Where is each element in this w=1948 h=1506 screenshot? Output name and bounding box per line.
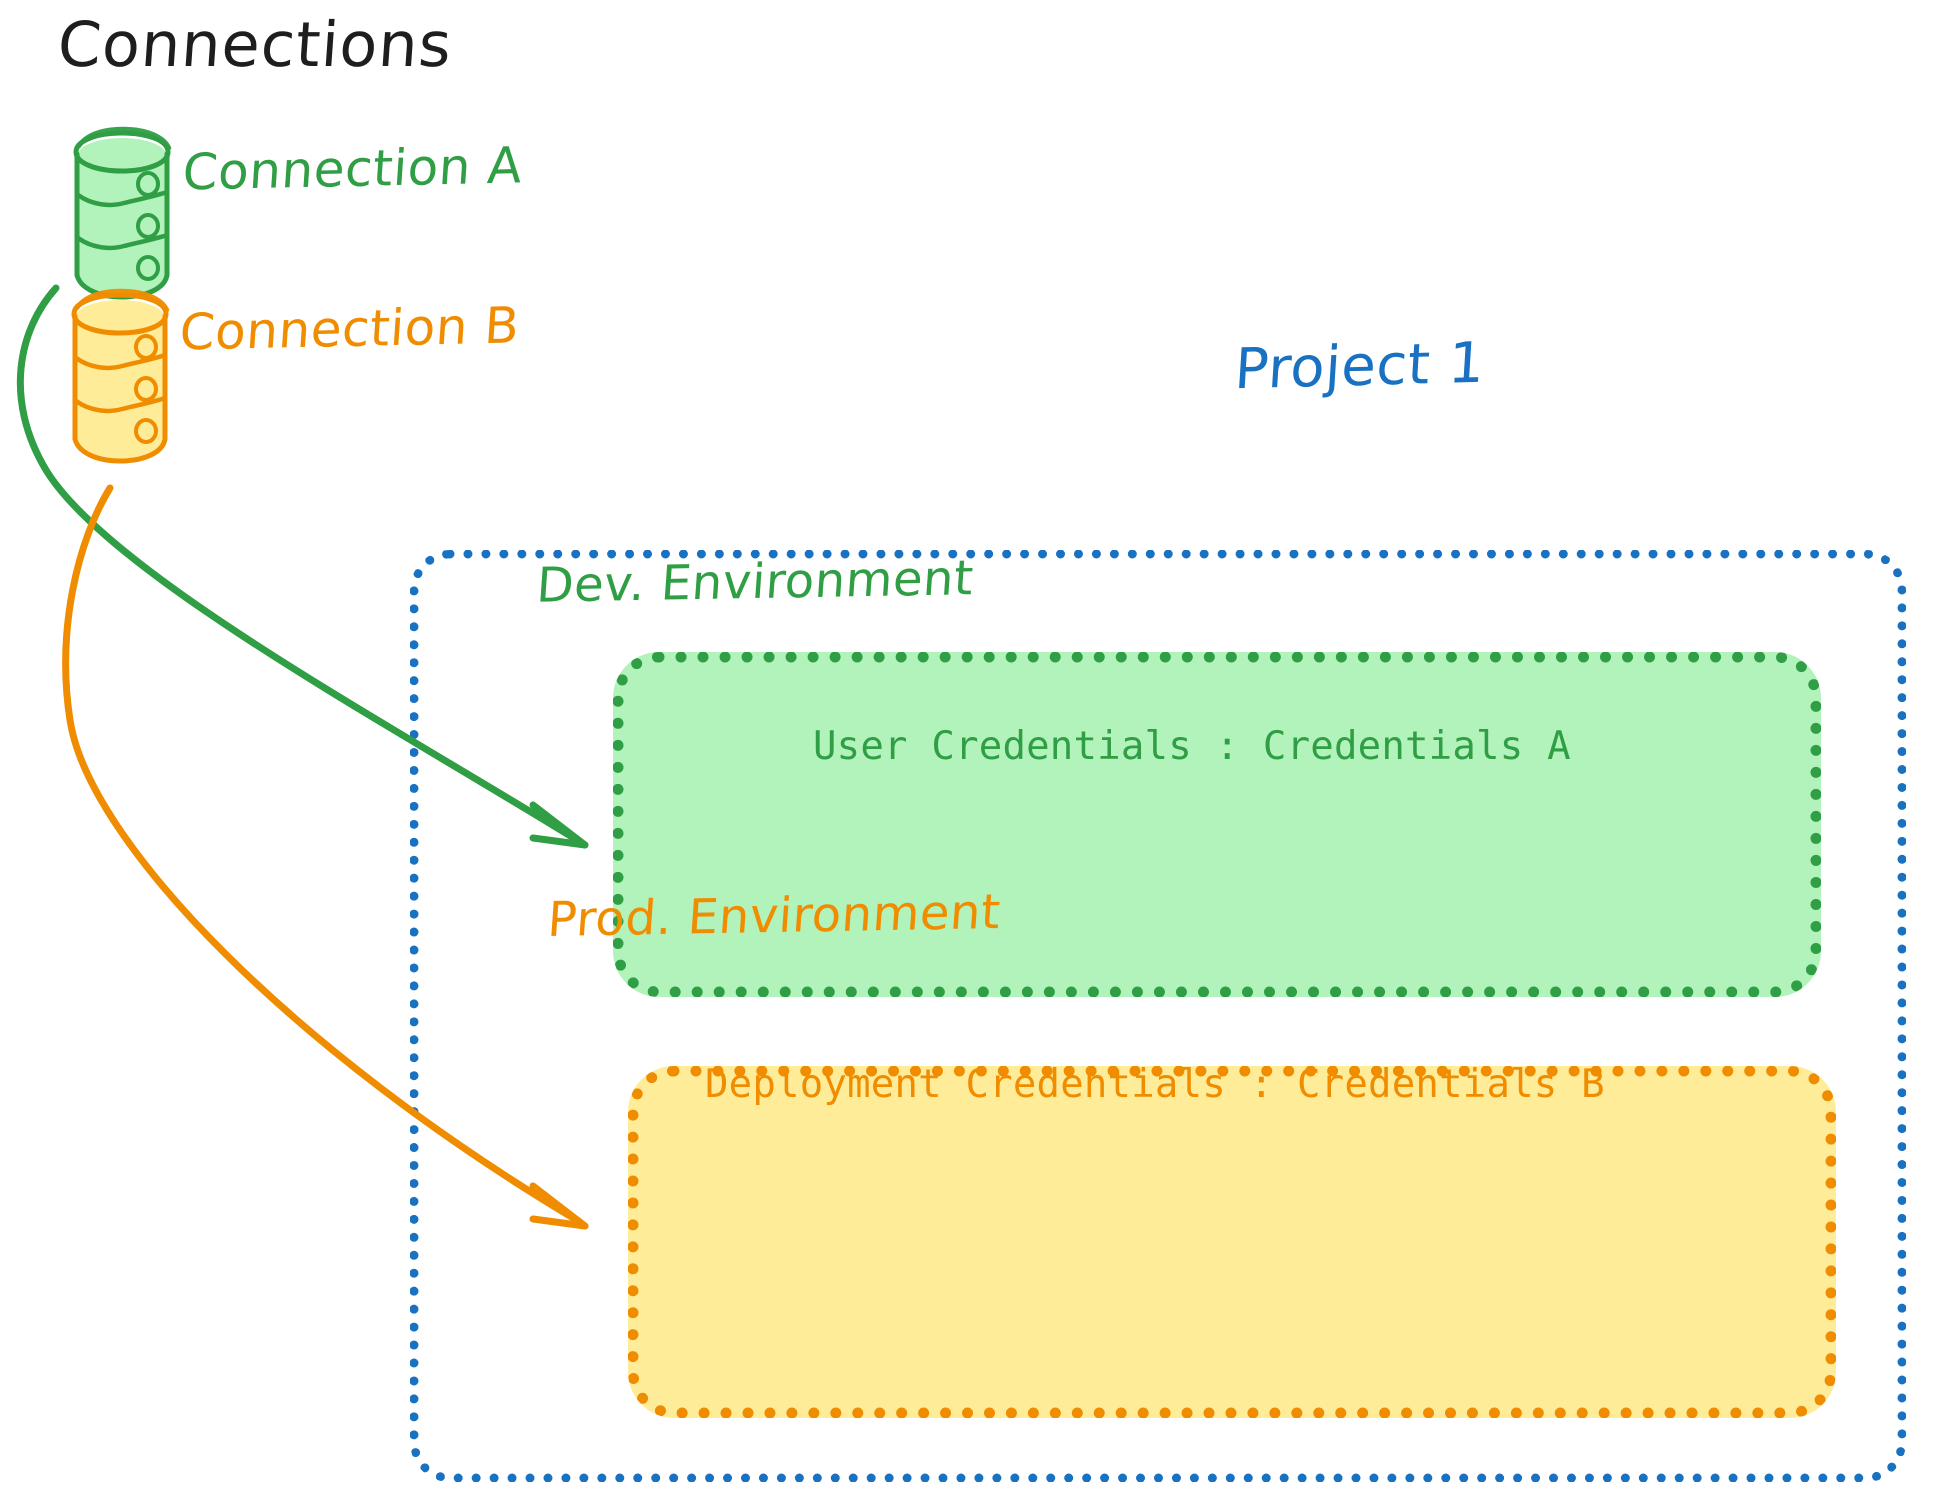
connection-a-label[interactable]: Connection A (180, 136, 525, 202)
page-title: Connections (55, 8, 455, 81)
database-cylinder-icon-connection-a[interactable] (73, 126, 172, 300)
prod-environment-box[interactable] (628, 1066, 1836, 1418)
prod-environment-credentials: Deployment Credentials : Credentials B (705, 1062, 1605, 1107)
project-1-label: Project 1 (1232, 330, 1487, 403)
dev-environment-title: Dev. Environment (534, 550, 976, 614)
database-cylinder-icon-connection-b[interactable] (71, 288, 170, 464)
prod-environment-title: Prod. Environment (545, 884, 1003, 948)
dev-environment-box[interactable] (613, 652, 1821, 997)
dev-environment-credentials: User Credentials : Credentials A (813, 724, 1571, 769)
connection-b-label[interactable]: Connection B (177, 296, 522, 362)
